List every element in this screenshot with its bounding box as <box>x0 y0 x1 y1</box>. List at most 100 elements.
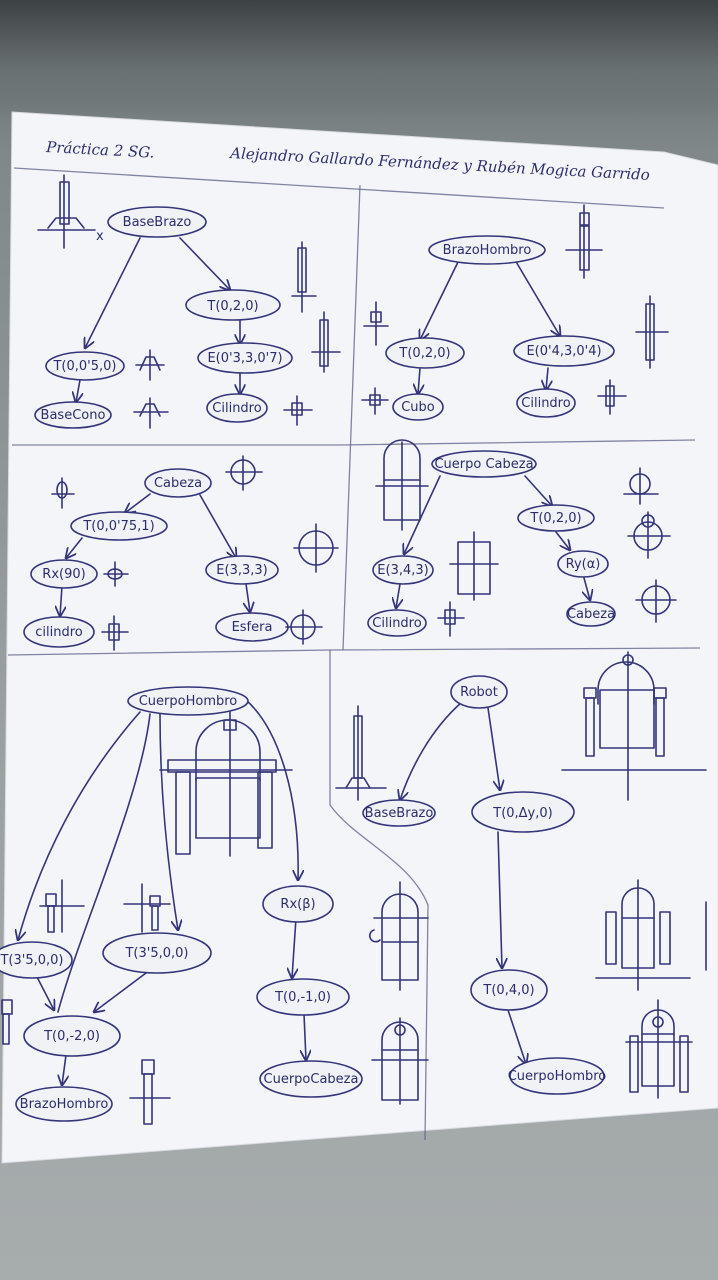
label-cabeza: Cabeza <box>154 476 202 491</box>
label-ch-cuerpocabeza: CuerpoCabeza <box>264 1072 359 1087</box>
diagram-robot: Robot BaseBrazo T(0,Δy,0) T(0,4,0) Cuerp… <box>335 651 707 1099</box>
sketch-shoulder-right <box>123 883 171 933</box>
node-basecono <box>34 401 112 429</box>
label-cubo: Cubo <box>401 400 435 415</box>
label-bh-cilindro: Cilindro <box>521 396 570 411</box>
node-e-scale <box>197 342 293 374</box>
diagram-cuerpo-cabeza: Cuerpo Cabeza E(3,4,3) Cilindro T(0,2,0)… <box>367 439 677 637</box>
sketch-head-top <box>623 467 659 505</box>
node-cuerpohombro <box>127 686 249 716</box>
node-e-04-3-04 <box>513 335 615 367</box>
sketch-sphere-large <box>293 523 339 573</box>
label-e-3-3-3: E(3,3,3) <box>216 563 267 578</box>
sketch-sphere-small <box>225 455 263 491</box>
sketch-small-cyl-cc <box>437 601 465 637</box>
sketch-body-head <box>375 439 429 531</box>
label-cc-cilindro: Cilindro <box>372 616 421 631</box>
node-ch-t-right <box>102 932 212 974</box>
node-ch-cuerpocabeza <box>259 1060 363 1098</box>
node-cuerpocabeza <box>431 450 537 478</box>
label-t-0-075-1: T(0,0'75,1) <box>82 519 154 534</box>
node-cabeza <box>144 468 212 498</box>
sketch-cyl-rot <box>51 477 75 509</box>
node-rx-beta <box>262 885 334 923</box>
label-t-0-2-0: T(0,2,0) <box>206 299 258 314</box>
axis-x-label: x <box>96 229 104 244</box>
sketch-head-low <box>635 579 677 623</box>
label-robot: Robot <box>460 685 498 700</box>
label-cc-cabeza: Cabeza <box>567 607 615 622</box>
node-r-cuerpohombro <box>509 1057 605 1095</box>
label-r-cuerpohombro: CuerpoHombro <box>508 1069 607 1084</box>
label-cc-t-0-2-0: T(0,2,0) <box>529 511 581 526</box>
label-r-basebrazo: BaseBrazo <box>365 806 434 821</box>
label-e-3-4-3: E(3,4,3) <box>377 563 428 578</box>
sketch-body-cylinder <box>449 531 499 601</box>
node-ch-t-left <box>0 941 73 979</box>
label-bh-t-0-2-0: T(0,2,0) <box>398 346 450 361</box>
diagram-brazo-hombro: BrazoHombro T(0,2,0) Cubo E(0'4,3,0'4) C… <box>361 204 669 421</box>
label-ch-t-0-m1-0: T(0,-1,0) <box>274 990 331 1005</box>
node-ch-brazohombro <box>15 1086 113 1122</box>
sketch-cone <box>135 349 165 381</box>
label-ry-alpha: Ry(α) <box>566 557 601 572</box>
diagram-base-brazo: BaseBrazo T(0,2,0) E(0'3,3,0'7) Cilindro… <box>34 174 341 429</box>
paper <box>1 111 718 1164</box>
node-ch-t-0-m1-0 <box>256 978 350 1016</box>
node-basebrazo <box>107 206 207 238</box>
node-cilindro <box>206 393 268 423</box>
sketch-cube-origin <box>361 387 389 415</box>
label-ch-t-left: T(3'5,0,0) <box>0 953 64 968</box>
label-ch-t-0-m2-0: T(0,-2,0) <box>43 1029 100 1044</box>
sketch-small-cube <box>283 395 313 426</box>
label-e-scale: E(0'3,3,0'7) <box>207 351 282 366</box>
label-brazohombro: BrazoHombro <box>443 243 532 258</box>
sketch-tall-cylinder <box>291 241 317 313</box>
node-t-0-075-1 <box>70 511 168 541</box>
node-t-0-05-0 <box>45 351 125 381</box>
node-t-0-2-0 <box>185 289 281 321</box>
node-cc-cabeza <box>566 601 616 627</box>
sketch-cube-y <box>363 301 389 346</box>
sketch-rod <box>635 295 669 369</box>
node-e-3-4-3 <box>372 555 434 585</box>
sketch-basebrazo-small <box>335 705 387 801</box>
sketch-body-final <box>371 1017 429 1105</box>
label-esfera: Esfera <box>232 620 273 635</box>
sketch-robot-full <box>561 651 707 801</box>
sketch-body-rotated <box>368 881 429 991</box>
label-cuerpocabeza: Cuerpo Cabeza <box>434 457 533 472</box>
label-ch-brazohombro: BrazoHombro <box>20 1097 109 1112</box>
sketch-robot-body <box>625 999 693 1099</box>
sketch-arm-axes <box>37 174 96 249</box>
node-bh-cilindro <box>516 388 576 418</box>
sketch-arm-edge <box>1 999 13 1045</box>
label-rx-90: Rx(90) <box>42 567 85 582</box>
sketch-cyl-rot2 <box>103 561 129 587</box>
sketch-body-shoulders <box>159 711 293 857</box>
sketch-arm-bottom <box>129 1059 171 1125</box>
node-brazohombro <box>428 235 546 265</box>
node-cc-cilindro <box>367 609 427 637</box>
label-e-04-3-04: E(0'4,3,0'4) <box>526 344 601 359</box>
node-ry-alpha <box>557 550 609 578</box>
label-t-0-dy-0: T(0,Δy,0) <box>492 806 552 821</box>
practice-title: Práctica 2 SG. <box>45 138 155 162</box>
label-ch-t-right: T(3'5,0,0) <box>124 946 188 961</box>
node-e-3-3-3 <box>205 555 279 585</box>
node-cubo <box>392 393 444 421</box>
node-t-0-dy-0 <box>471 791 575 833</box>
node-cc-t-0-2-0 <box>517 504 595 532</box>
sketch-sphere-final <box>285 609 323 645</box>
sketch-arm-shoulder <box>565 204 603 279</box>
node-t-0-4-0 <box>470 969 548 1011</box>
label-cuerpohombro: CuerpoHombro <box>139 694 238 709</box>
section-dividers <box>7 167 701 1141</box>
sketch-head-mid <box>627 511 671 559</box>
sketch-cone-base <box>133 397 169 429</box>
node-r-basebrazo <box>362 799 436 827</box>
node-bh-t-0-2-0 <box>385 337 465 369</box>
sketch-cyl-vertical <box>101 615 129 651</box>
label-rx-beta: Rx(β) <box>280 897 315 912</box>
